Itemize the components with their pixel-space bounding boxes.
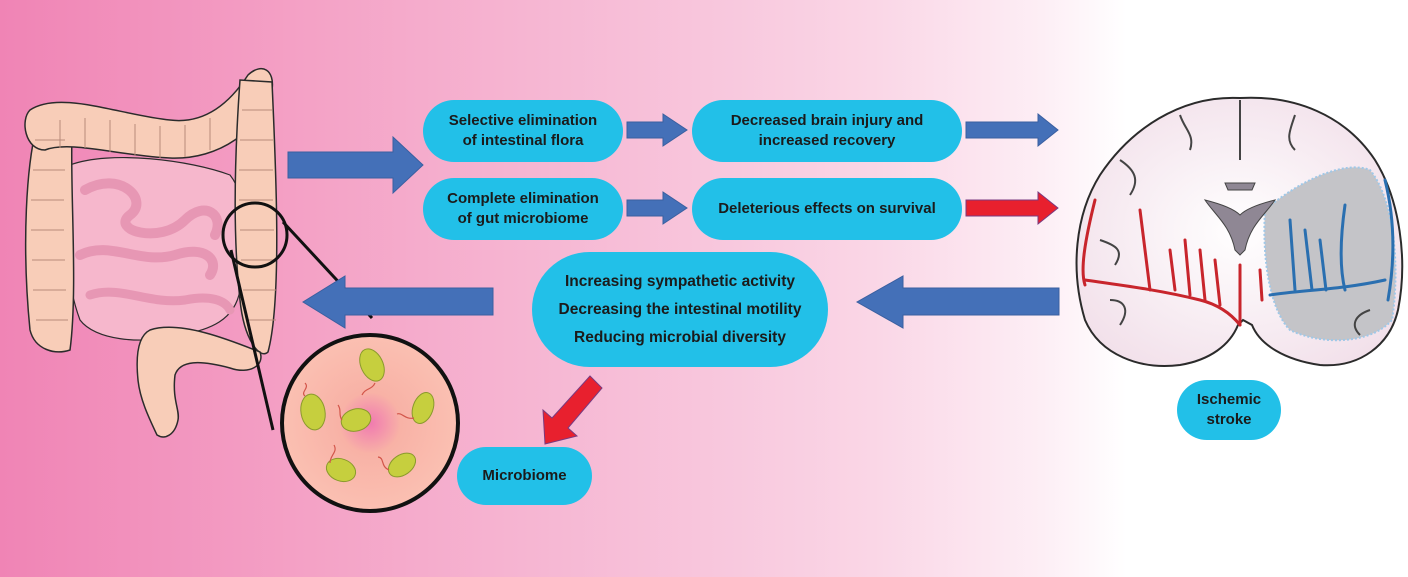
node-text: Microbiome — [482, 467, 567, 484]
arrow-selective-to-decreased — [626, 113, 688, 147]
brain-coronal-section-illustration — [1075, 96, 1404, 367]
node-ischemic-stroke: Ischemic stroke — [1177, 380, 1281, 440]
node-text: Decreasing the intestinal motility — [558, 300, 802, 318]
bacteria-magnified-circle — [280, 333, 460, 513]
arrow-complete-to-deleterious — [626, 191, 688, 225]
node-text: Reducing microbial diversity — [574, 328, 786, 346]
intestine-illustration — [24, 68, 374, 438]
arrow-decreased-to-brain — [965, 112, 1059, 148]
arrow-effects-to-intestine — [302, 275, 494, 329]
arrow-intestine-to-effects — [287, 135, 424, 195]
node-text: stroke — [1206, 411, 1252, 428]
node-decreased-brain-injury: Decreased brain injury and increased rec… — [692, 100, 962, 162]
node-deleterious-effects: Deleterious effects on survival — [692, 178, 962, 240]
node-text: Selective elimination — [448, 112, 598, 129]
node-text: Increasing sympathetic activity — [564, 272, 795, 290]
node-text: increased recovery — [758, 132, 896, 149]
node-text: Deleterious effects on survival — [718, 200, 936, 217]
node-microbiome: Microbiome — [457, 447, 592, 505]
node-text: Ischemic — [1196, 391, 1262, 408]
node-text: Complete elimination — [447, 190, 599, 207]
arrow-stroke-to-effects — [855, 275, 1060, 329]
node-complete-elimination: Complete elimination of gut microbiome — [423, 178, 623, 240]
arrow-effects-to-microbiome — [542, 375, 603, 445]
arrow-deleterious-to-brain — [965, 190, 1059, 226]
node-text: of intestinal flora — [462, 132, 584, 149]
node-stroke-effects: Increasing sympathetic activity Decreasi… — [532, 252, 828, 367]
node-text: of gut microbiome — [457, 210, 589, 227]
node-selective-elimination: Selective elimination of intestinal flor… — [423, 100, 623, 162]
node-text: Decreased brain injury and — [730, 112, 924, 129]
